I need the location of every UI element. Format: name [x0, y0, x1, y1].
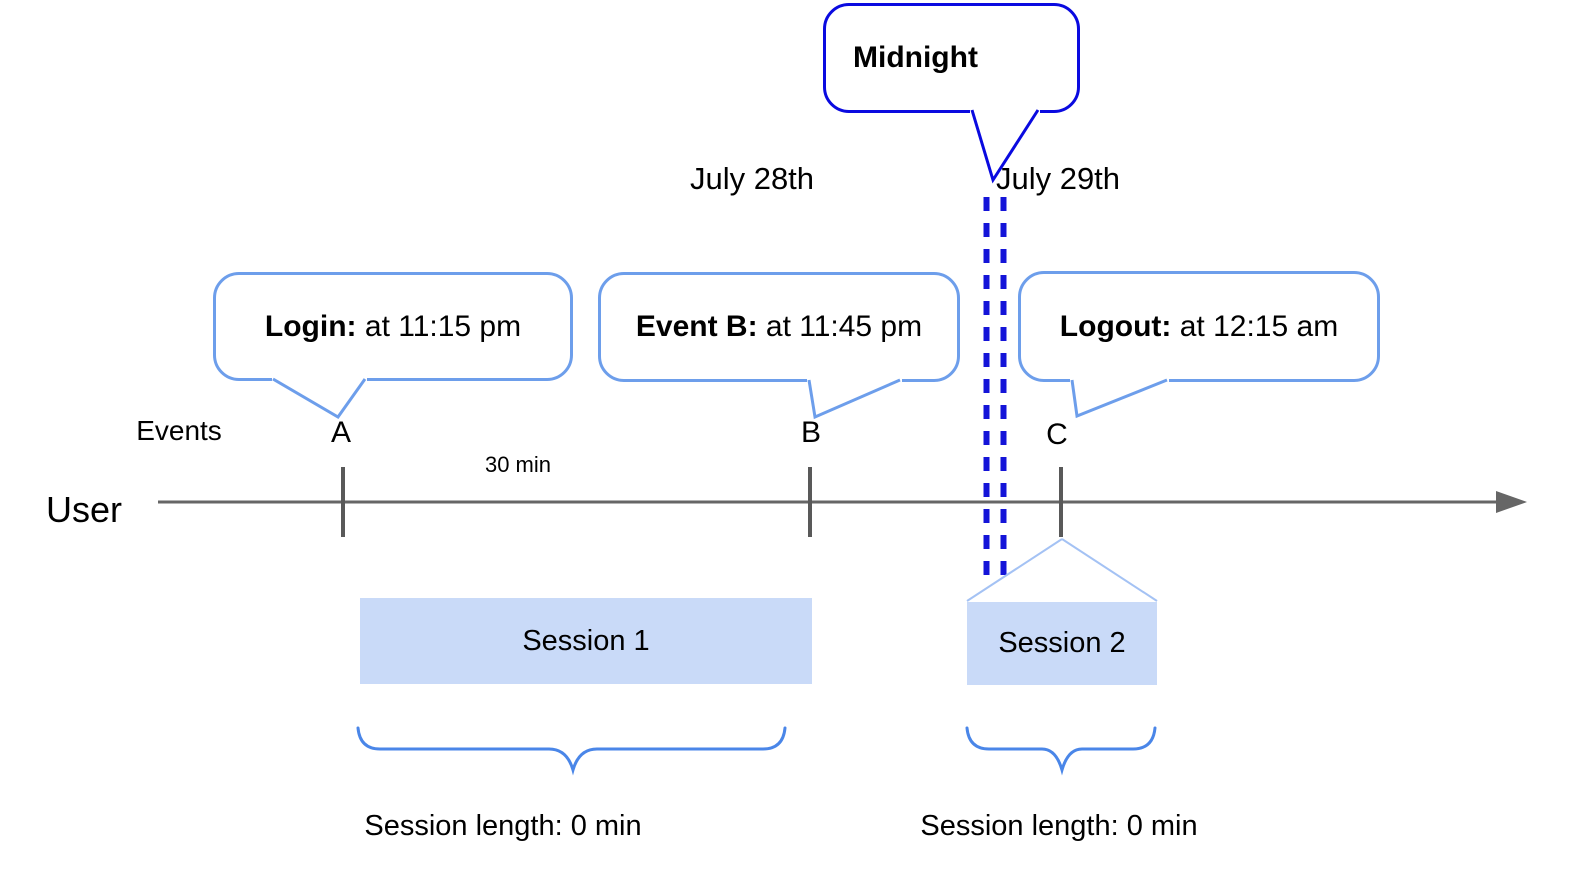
event-mark-c: C	[1046, 418, 1068, 451]
session-2-length-label: Session length: 0 min	[920, 810, 1198, 842]
midnight-callout-text: Midnight	[853, 41, 978, 74]
logout-callout: Logout: at 12:15 am	[1018, 271, 1380, 382]
user-timeline-axis	[158, 491, 1527, 513]
event-b-callout-detail: at 11:45 pm	[757, 310, 923, 343]
login-callout-label: Login:	[264, 309, 357, 343]
date-label-july-29: July 29th	[995, 161, 1121, 196]
session-2-label: Session 2	[998, 627, 1126, 659]
timeline-arrowhead-icon	[1496, 491, 1527, 513]
session-2-brace	[965, 726, 1157, 776]
events-axis-label: Events	[136, 415, 222, 446]
session-1-length-label: Session length: 0 min	[364, 810, 642, 842]
logout-callout-tail	[1070, 378, 1168, 419]
session-length-braces	[356, 726, 1157, 776]
date-label-july-28: July 28th	[689, 161, 815, 196]
midnight-callout: Midnight	[823, 3, 1080, 113]
event-tick-marks	[341, 467, 1063, 537]
midnight-boundary-dashed-lines	[983, 197, 1007, 580]
event-mark-a: A	[330, 416, 352, 449]
session-1-label: Session 1	[522, 624, 650, 657]
interval-label-30min: 30 min	[484, 452, 552, 477]
logout-callout-detail: at 12:15 am	[1171, 309, 1339, 343]
session-2-box: Session 2	[967, 602, 1157, 685]
event-b-callout-text: Event B: at 11:45 pm	[636, 310, 922, 344]
event-b-callout: Event B: at 11:45 pm	[598, 272, 960, 382]
login-callout-text: Login: at 11:15 pm	[265, 310, 521, 344]
session-2-expansion-lines	[966, 538, 1158, 602]
event-b-callout-tail	[807, 378, 901, 420]
logout-callout-label: Logout:	[1059, 309, 1172, 343]
session-1-box: Session 1	[360, 598, 812, 684]
login-callout-tail	[272, 377, 367, 419]
user-row-label: User	[45, 489, 123, 530]
session-1-brace	[356, 726, 787, 776]
login-callout-detail: at 11:15 pm	[356, 309, 522, 343]
logout-callout-text: Logout: at 12:15 am	[1060, 310, 1338, 344]
event-b-callout-label: Event B:	[635, 310, 758, 343]
login-callout: Login: at 11:15 pm	[213, 272, 573, 381]
event-mark-b: B	[800, 416, 822, 449]
